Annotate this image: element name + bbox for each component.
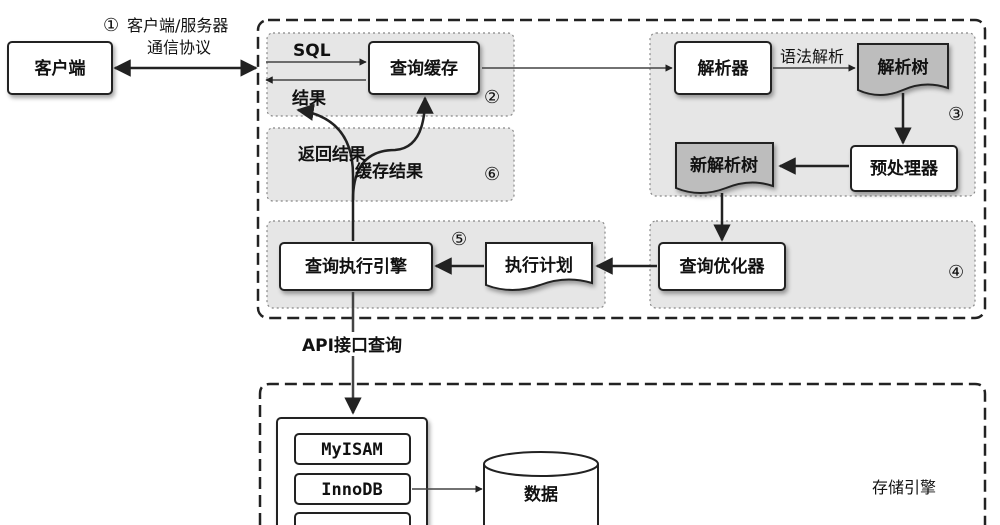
- storage-layer-label: 存储引擎: [872, 478, 936, 497]
- parser-label: 解析器: [698, 58, 750, 79]
- region-results: [266, 127, 515, 202]
- client-box: [7, 41, 113, 95]
- data-label: 数据: [524, 484, 558, 505]
- return-result-arrow: [296, 103, 355, 241]
- new-parse-tree-label: 新解析树: [690, 155, 758, 176]
- engine-innodb-label: InnoDB: [321, 480, 382, 500]
- execution-plan-label: 执行计划: [505, 255, 573, 276]
- executor-box: [279, 242, 433, 291]
- api-label: API接口查询: [302, 335, 402, 356]
- protocol-number: ①: [103, 15, 119, 36]
- parse-tree-doc: [857, 43, 949, 96]
- results-number: ⑥: [484, 164, 500, 185]
- query-cache-box: [368, 41, 480, 95]
- server-layer-frame: [256, 18, 987, 320]
- preprocessor-box: [850, 145, 958, 192]
- api-label-bg: [296, 332, 416, 356]
- return-result-label: 返回结果: [298, 144, 366, 165]
- sql-label: SQL: [293, 41, 331, 61]
- parser-number: ③: [948, 104, 964, 125]
- parser-edge-label: 语法解析: [780, 47, 844, 66]
- cache-result-label: 结果: [292, 88, 326, 109]
- protocol-line2: 通信协议: [147, 38, 211, 57]
- query-cache-number: ②: [484, 87, 500, 108]
- executor-label: 查询执行引擎: [304, 256, 408, 277]
- optimizer-number: ④: [948, 262, 964, 283]
- execution-plan-doc: [485, 242, 593, 291]
- parser-box: [674, 41, 772, 95]
- optimizer-label: 查询优化器: [679, 256, 766, 277]
- new-parse-tree-doc: [675, 142, 774, 194]
- storage-layer-frame: [258, 382, 987, 525]
- protocol-line1: 客户端/服务器: [127, 16, 228, 35]
- engine-innodb-box: [294, 473, 411, 505]
- executor-number: ⑤: [451, 229, 467, 250]
- client-label: 客户端: [34, 58, 86, 79]
- query-cache-label: 查询缓存: [389, 58, 458, 79]
- cache-result-curve-arrow: [351, 96, 434, 201]
- optimizer-box: [658, 242, 786, 291]
- data-cylinder: [483, 451, 599, 525]
- cache-result-curve-label: 缓存结果: [355, 161, 423, 182]
- engine-third-box: [294, 512, 411, 525]
- preprocessor-label: 预处理器: [870, 158, 939, 179]
- parse-tree-label: 解析树: [878, 57, 929, 78]
- engine-myisam-box: [294, 433, 411, 465]
- engine-myisam-label: MyISAM: [321, 440, 382, 460]
